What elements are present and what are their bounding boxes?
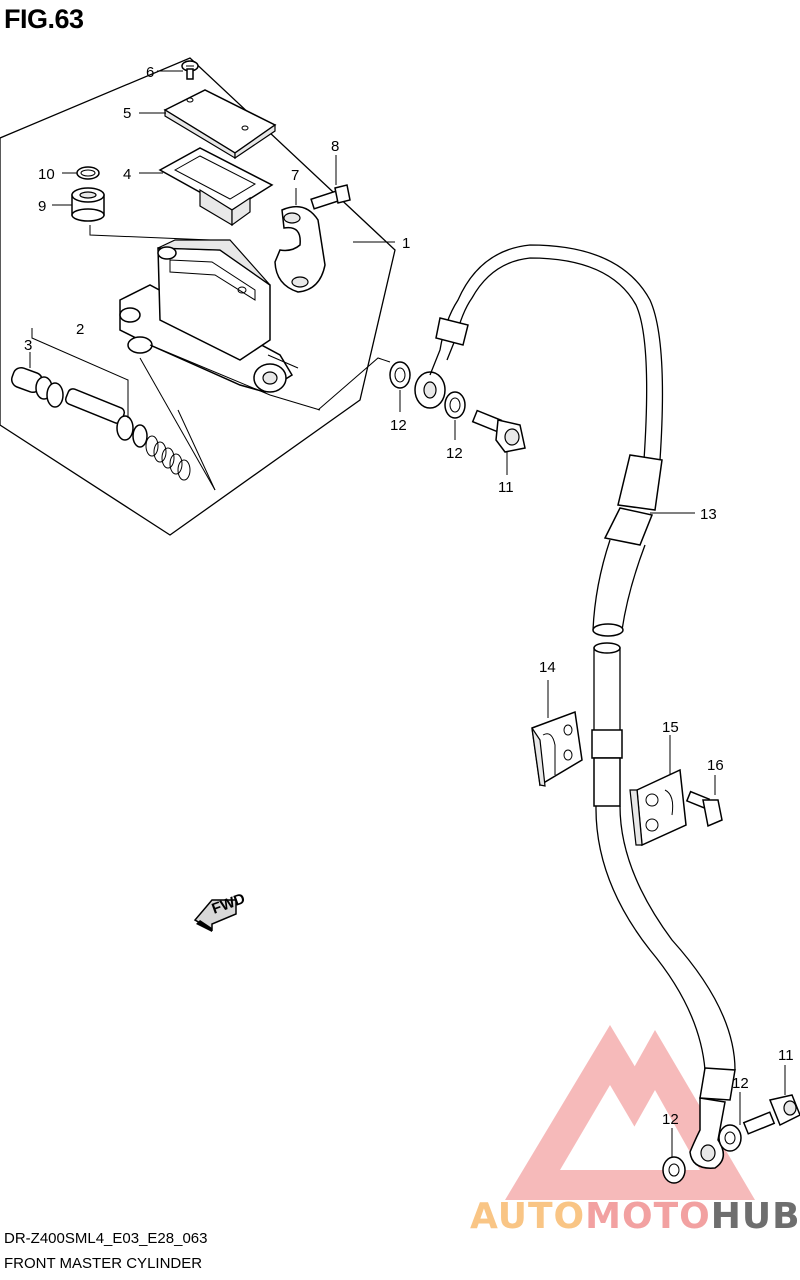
piston-guide-line (139, 357, 216, 491)
part-15-clamp-icon (629, 768, 687, 847)
callout-15: 15 (662, 719, 679, 736)
banjo-fitting-upper-icon (414, 371, 446, 409)
fwd-arrow-icon: FWD (193, 890, 248, 932)
part-11-banjo-bolt-lower-icon (742, 1094, 800, 1135)
watermark-part-hub: HUB (710, 1196, 800, 1237)
callout-2: 2 (76, 321, 84, 338)
part-12-washer-upper-b-icon (444, 391, 466, 419)
part-2-piston-spring-icon (64, 388, 191, 481)
callout-11-upper: 11 (498, 479, 514, 496)
part-12-washer-lower-b-icon (718, 1124, 742, 1152)
part-14-clamp-icon (531, 710, 583, 787)
part-3-piston-cap-icon (10, 366, 64, 408)
bracket-2 (31, 328, 129, 418)
part-4-diaphragm-icon (158, 147, 274, 227)
part-12-washer-lower-a-icon (662, 1156, 686, 1184)
part-13-brake-hose-icon (429, 244, 736, 1169)
model-code: DR-Z400SML4_E03_E28_063 (4, 1230, 208, 1247)
callout-1: 1 (402, 235, 410, 252)
callout-12-upper-a: 12 (390, 417, 407, 434)
callout-13: 13 (700, 506, 717, 523)
part-9-boot-icon (71, 187, 105, 222)
callout-7: 7 (291, 167, 299, 184)
callout-4: 4 (123, 166, 131, 183)
callout-14: 14 (539, 659, 556, 676)
callout-12-lower-a: 12 (662, 1111, 679, 1128)
hose-link-line (317, 357, 391, 411)
callout-12-lower-b: 12 (732, 1075, 749, 1092)
watermark-part-moto: MOTO (585, 1196, 711, 1237)
part-10-ring-icon (76, 166, 100, 180)
callout-6: 6 (146, 64, 154, 81)
piston-guide-line-2 (177, 409, 216, 491)
part-16-bolt-icon (685, 790, 723, 828)
callout-9: 9 (38, 198, 46, 215)
part-11-banjo-bolt-upper-icon (471, 409, 526, 453)
watermark-text: AUTOMOTOHUB (470, 1196, 800, 1237)
watermark-part-auto: AUTO (470, 1196, 586, 1237)
assembly-name: FRONT MASTER CYLINDER (4, 1255, 203, 1272)
callout-3: 3 (24, 337, 32, 354)
assembly-outline (0, 57, 396, 536)
callout-11-lower: 11 (778, 1047, 794, 1064)
part-6-screw-icon (181, 60, 199, 80)
callout-5: 5 (123, 105, 131, 122)
part-5-cap-icon (163, 89, 277, 160)
callout-8: 8 (331, 138, 339, 155)
callout-10: 10 (38, 166, 55, 183)
part-12-washer-upper-a-icon (389, 361, 411, 389)
part-7-holder-icon (274, 205, 326, 293)
callout-12-upper-b: 12 (446, 445, 463, 462)
part-8-bolt-icon (310, 184, 351, 210)
callout-16: 16 (707, 757, 724, 774)
figure-title: FIG.63 (4, 4, 84, 34)
part-1-master-cylinder-icon (119, 239, 321, 411)
